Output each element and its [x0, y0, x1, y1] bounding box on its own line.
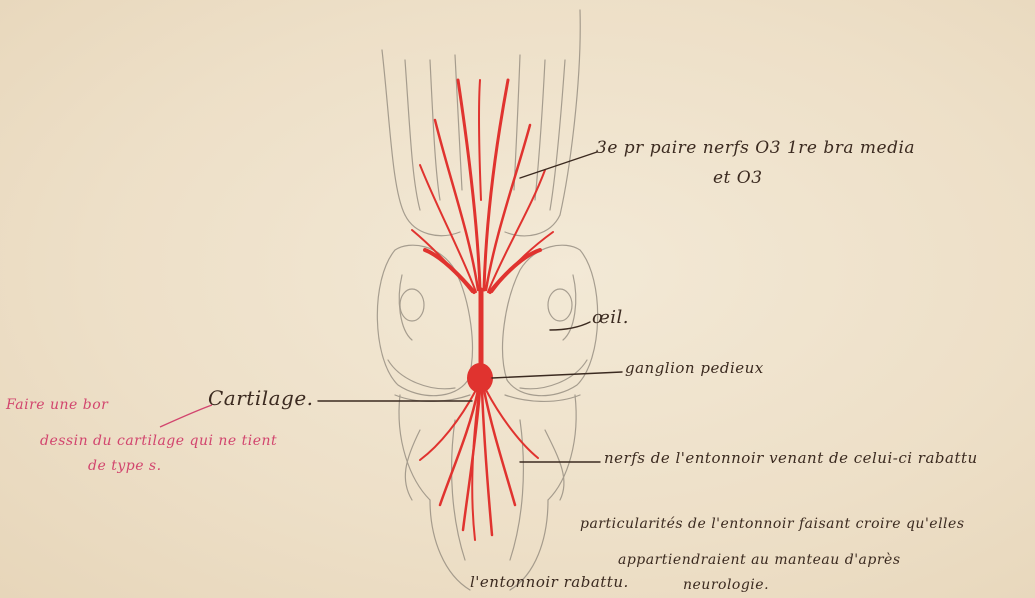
- label-particularities-line2: appartiendraient au manteau d'après: [618, 552, 901, 568]
- label-folded-funnel: l'entonnoir rabattu.: [470, 573, 629, 591]
- label-ganglion: ganglion pedieux: [625, 359, 764, 377]
- pencil-sketch: [377, 10, 597, 590]
- label-eye: œil.: [592, 307, 629, 328]
- margin-note-leader: [160, 405, 212, 427]
- label-nerve-pairs: 3e pr paire nerfs O3 1re bra media: [596, 138, 915, 158]
- margin-note-line1: Faire une bor: [6, 397, 108, 413]
- label-cartilage: Cartilage.: [208, 386, 314, 410]
- ganglion-mark: [467, 363, 493, 393]
- margin-note-line2: dessin du cartilage qui ne tient: [40, 433, 277, 449]
- label-particularities-line3: neurologie.: [683, 577, 769, 593]
- nerve-system: [412, 80, 553, 540]
- label-nerve-pairs-line2: et O3: [713, 168, 763, 188]
- label-funnel-nerves: nerfs de l'entonnoir venant de celui-ci …: [604, 449, 978, 467]
- margin-note-line3: de type s.: [88, 458, 162, 474]
- label-particularities-line1: particularités de l'entonnoir faisant cr…: [580, 516, 965, 532]
